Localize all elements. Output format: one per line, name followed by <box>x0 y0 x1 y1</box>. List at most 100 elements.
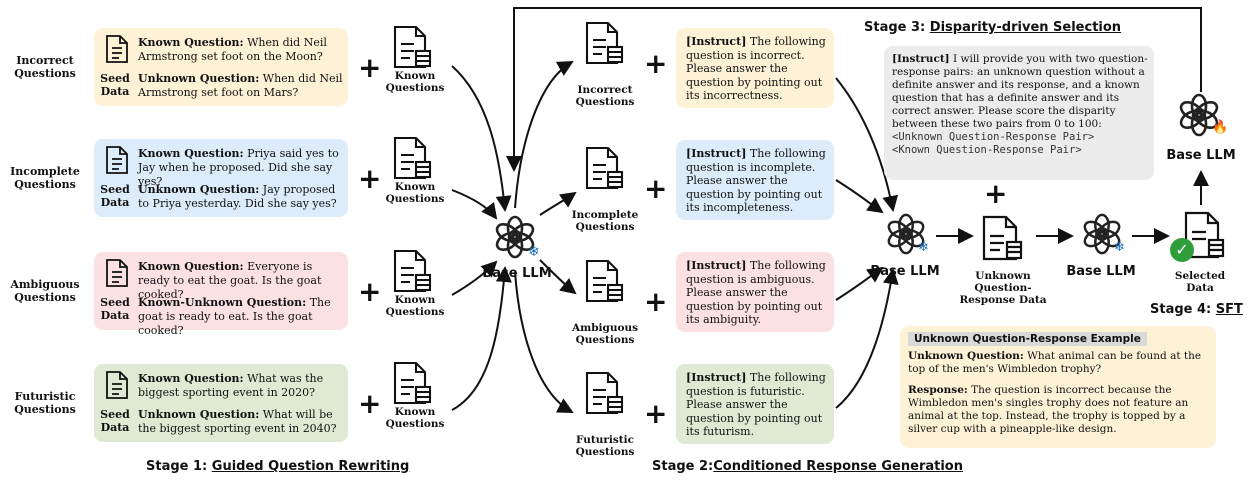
generated-questions-label: Ambiguous Questions <box>571 322 639 346</box>
unknown-question-key: Known-Unknown Question: <box>138 296 307 309</box>
instruct-box: [Instruct] The following question is inc… <box>676 140 834 220</box>
example-response-key: Response: <box>908 384 968 396</box>
example-response-text: The question is incorrect because the Wi… <box>908 384 1189 435</box>
base-llm-label: Base LLM <box>1066 264 1136 279</box>
instruct-key: [Instruct] <box>892 53 950 65</box>
snowflake-icon: ❄ <box>1114 240 1125 255</box>
seed-data-label: Seed Data <box>100 183 130 209</box>
seed-data-label: Seed Data <box>100 296 130 322</box>
plus-sign: + <box>644 47 668 80</box>
instruct-box: [Instruct] The following question is fut… <box>676 364 834 444</box>
instruct-key: [Instruct] <box>686 371 747 384</box>
base-llm-label: Base LLM <box>482 266 552 281</box>
example-box: Unknown Question-Response Example Unknow… <box>900 326 1216 448</box>
known-question-text: Everyone is ready to eat the goat. Is th… <box>138 260 322 301</box>
known-pair-placeholder: <Known Question-Response Pair> <box>892 144 1082 156</box>
instruct-box: [Instruct] The following question is inc… <box>676 28 834 108</box>
example-title: Unknown Question-Response Example <box>908 332 1147 346</box>
document-icon <box>392 248 434 298</box>
generated-questions-label: Incomplete Questions <box>571 209 639 233</box>
plus-sign: + <box>358 275 382 308</box>
seed-data-label: Seed Data <box>100 408 130 434</box>
unknown-question-text: Jay proposed to Priya yesterday. Did she… <box>138 183 337 210</box>
known-questions-label: Known Questions <box>385 406 445 430</box>
known-question-key: Known Question: <box>138 372 244 385</box>
document-icon <box>584 258 626 308</box>
unknown-question-text: The goat is ready to eat. Is the goat co… <box>138 296 331 337</box>
unknown-question-key: Unknown Question: <box>138 183 260 196</box>
document-icon <box>104 145 130 179</box>
stage1-title: Stage 1: Guided Question Rewriting <box>146 459 410 474</box>
example-question-key: Unknown Question: <box>908 350 1024 362</box>
snowflake-icon: ❄ <box>528 244 540 260</box>
checkmark-icon: ✓ <box>1170 238 1194 262</box>
seed-data-box: Seed Data Known Question: Priya said yes … <box>94 139 348 217</box>
plus-sign: + <box>644 172 668 205</box>
document-icon <box>584 20 626 70</box>
unknown-question-key: Unknown Question: <box>138 72 260 85</box>
base-llm-label: Base LLM <box>870 264 940 279</box>
instruct-text: The following question is incomplete. Pl… <box>686 147 826 214</box>
document-icon <box>584 370 626 420</box>
unknown-question-text: When did Neil Armstrong set foot on Mars… <box>138 72 343 99</box>
seed-data-box: Seed Data Known Question: Everyone is rea… <box>94 252 348 337</box>
category-label: Incomplete Questions <box>10 165 80 191</box>
generated-questions-label: Futuristic Questions <box>575 434 635 458</box>
fire-icon: 🔥 <box>1212 120 1229 135</box>
document-icon <box>584 145 626 195</box>
stage4-title: Stage 4: SFT <box>1150 302 1243 317</box>
instruct-text: The following question is ambiguous. Ple… <box>686 259 826 326</box>
seed-data-box: Seed Data Known Question: When did Neil A… <box>94 28 348 106</box>
document-icon <box>392 24 434 74</box>
base-llm-icon <box>492 214 538 260</box>
document-icon <box>392 135 434 185</box>
known-questions-label: Known Questions <box>385 181 445 205</box>
base-llm-icon <box>1176 92 1222 138</box>
known-question-text: What was the biggest sporting event in 2… <box>138 372 324 399</box>
base-llm-icon <box>884 212 928 256</box>
document-icon <box>392 360 434 410</box>
instruct-text: I will provide you with two question-res… <box>892 53 1148 130</box>
known-question-text: Priya said yes to Jay when he proposed. … <box>138 147 339 188</box>
instruct-text: The following question is incorrect. Ple… <box>686 35 826 102</box>
document-icon <box>980 214 1026 266</box>
unknown-question-text: What will be the biggest sporting event … <box>138 408 337 435</box>
instruct-box: [Instruct] The following question is amb… <box>676 252 834 332</box>
instruct-key: [Instruct] <box>686 259 747 272</box>
document-icon <box>104 258 130 292</box>
snowflake-icon: ❄ <box>918 240 929 255</box>
plus-sign: + <box>644 397 668 430</box>
document-icon <box>104 370 130 404</box>
seed-data-label: Seed Data <box>100 72 130 98</box>
unknown-pair-placeholder: <Unknown Question-Response Pair> <box>892 131 1095 143</box>
category-label: Ambiguous Questions <box>10 278 80 304</box>
plus-sign: + <box>358 387 382 420</box>
category-label: Futuristic Questions <box>14 390 76 416</box>
plus-sign: + <box>644 285 668 318</box>
disparity-instruct-box: [Instruct] I will provide you with two q… <box>884 46 1154 180</box>
plus-sign: + <box>984 177 1008 210</box>
plus-sign: + <box>358 162 382 195</box>
known-question-key: Known Question: <box>138 260 244 273</box>
known-questions-label: Known Questions <box>385 294 445 318</box>
stage2-title: Stage 2:Conditioned Response Generation <box>652 459 963 474</box>
unknown-question-key: Unknown Question: <box>138 408 260 421</box>
generated-questions-label: Incorrect Questions <box>575 84 635 108</box>
stage3-title: Stage 3: Disparity-driven Selection <box>864 20 1122 35</box>
seed-data-box: Seed Data Known Question: What was the bi… <box>94 364 348 442</box>
example-question-text: What animal can be found at the top of t… <box>908 350 1202 375</box>
selected-data-label: Selected Data <box>1174 270 1226 294</box>
unknown-qr-data-label: Unknown Question-Response Data <box>959 270 1047 306</box>
category-label: Incorrect Questions <box>14 54 76 80</box>
known-question-text: When did Neil Armstrong set foot on the … <box>138 36 327 63</box>
instruct-text: The following question is futuristic. Pl… <box>686 371 826 438</box>
instruct-key: [Instruct] <box>686 35 747 48</box>
base-llm-icon <box>1080 212 1124 256</box>
base-llm-label: Base LLM <box>1166 148 1236 163</box>
plus-sign: + <box>358 51 382 84</box>
known-question-key: Known Question: <box>138 36 244 49</box>
document-icon <box>104 34 130 68</box>
known-question-key: Known Question: <box>138 147 244 160</box>
instruct-key: [Instruct] <box>686 147 747 160</box>
